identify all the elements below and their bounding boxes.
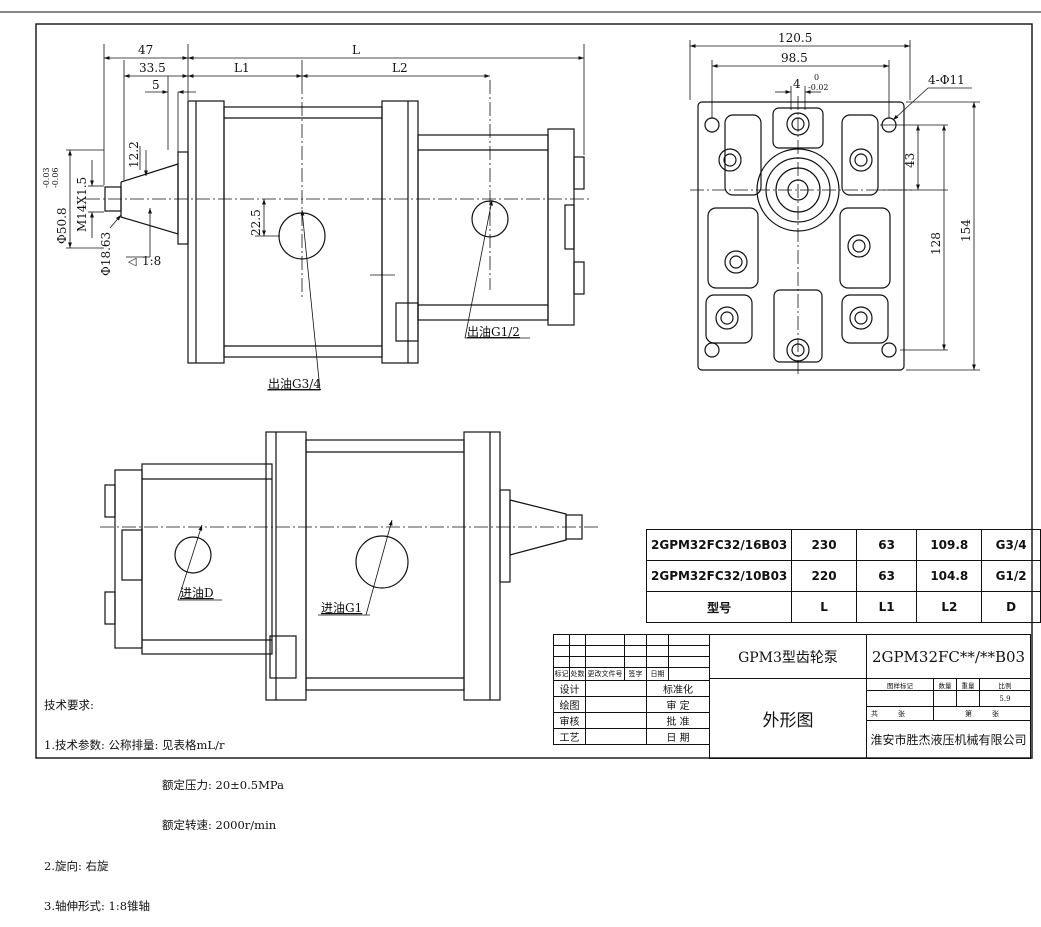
drawing-title: 外形图 (709, 678, 867, 759)
dim-128: 128 (929, 232, 943, 255)
notes-line: 2.旋向: 右旋 (44, 858, 109, 873)
rev-header: 日期 (646, 667, 669, 681)
side-view-dimensions (66, 44, 585, 391)
mark-header: 重量 (956, 678, 980, 691)
role-process: 工艺 (553, 728, 586, 745)
dim-shaft-diameter: Φ18.63 (99, 232, 113, 276)
spec-model: 2GPM32FC32/10B03 (645, 560, 793, 592)
dim-98-5: 98.5 (781, 51, 808, 65)
company-name: 淮安市胜杰液压机械有限公司 (866, 720, 1031, 759)
spec-model: 2GPM32FC32/16B03 (645, 529, 793, 561)
sheet-current-label: 第 (964, 709, 972, 718)
side-view (86, 80, 592, 364)
notes-line: 额定压力: 20±0.5MPa (162, 778, 284, 793)
dim-pilot-diameter: Φ50.8 (55, 207, 69, 244)
dim-L2: L2 (392, 61, 408, 75)
header-L2: L2 (916, 591, 983, 623)
rev-header: 标记 (553, 667, 570, 681)
dim-port-offset: 22.5 (249, 209, 263, 236)
dim-L: L (352, 43, 360, 57)
product-name: GPM3型齿轮泵 (709, 634, 867, 679)
notes-line: 3.轴伸形式: 1:8锥轴 (44, 898, 151, 913)
role-review: 审核 (553, 712, 586, 729)
notes-title: 技术要求: (44, 697, 94, 712)
spec-L2: 104.8 (916, 560, 983, 592)
sheet-unit: 张 (992, 709, 1000, 718)
dim-pilot-tol-upper: -0.03 (42, 167, 51, 188)
dim-thread: M14X1.5 (75, 177, 89, 232)
spec-D: G3/4 (981, 529, 1041, 561)
bottom-view-dimensions (177, 519, 393, 616)
dim-pilot-tol-lower: -0.06 (51, 167, 60, 188)
technical-notes: 技术要求: 1.技术参数: 公称排量: 见表格mL/r 额定压力: 20±0.5… (44, 672, 284, 927)
role-design: 设计 (553, 680, 586, 697)
header-model: 型号 (645, 591, 793, 623)
dim-key-size: 4 (793, 77, 801, 91)
label-inlet-large: 进油G1 (321, 601, 362, 615)
spec-L1: 63 (855, 529, 918, 561)
dim-33-5: 33.5 (139, 61, 166, 75)
role-date: 日 期 (646, 728, 710, 745)
label-outlet-large: 出油G3/4 (268, 377, 321, 391)
mark-header: 数量 (933, 678, 957, 691)
dim-key-tol-lower: -0.02 (808, 83, 829, 92)
spec-D: G1/2 (981, 560, 1041, 592)
dim-L1: L1 (234, 61, 250, 75)
role-standard: 标准化 (646, 680, 710, 697)
spec-L2: 109.8 (916, 529, 983, 561)
notes-line: 1.技术参数: 公称排量: 见表格mL/r (44, 738, 225, 753)
rev-header: 处数 (569, 667, 586, 681)
dim-holes: 4-Φ11 (928, 73, 965, 87)
table-header-row: 型号 L L1 L2 D (645, 591, 1041, 623)
table-row: 2GPM32FC32/10B03 220 63 104.8 G1/2 (645, 560, 1041, 592)
sheet-unit: 张 (898, 709, 906, 718)
role-approve: 审 定 (646, 696, 710, 713)
technical-drawing: 47 L 33.5 L1 L2 5 12.2 M14X1.5 Φ50.8 -0.… (0, 11, 1041, 759)
bottom-view (100, 431, 598, 701)
notes-line: 额定转速: 2000r/min (162, 818, 277, 833)
header-D: D (981, 591, 1041, 623)
mark-header: 图样标记 (866, 678, 934, 691)
drawing-frame (35, 23, 1033, 759)
dim-key-tol-upper: 0 (814, 73, 819, 82)
dim-154: 154 (959, 219, 973, 242)
mark-header: 比例 (979, 678, 1031, 691)
header-L1: L1 (855, 591, 918, 623)
dim-taper: 1:8 (142, 254, 161, 268)
title-block: GPM3型齿轮泵 2GPM32FC**/**B03 外形图 图样标记 数量 重量… (709, 634, 1031, 759)
dim-47: 47 (138, 43, 153, 57)
rev-header: 更改文件号 (585, 667, 625, 681)
spec-L: 220 (791, 560, 857, 592)
front-view-dimensions (689, 40, 980, 371)
spec-L1: 63 (855, 560, 918, 592)
role-drawn: 绘图 (553, 696, 586, 713)
drawing-number: 2GPM32FC**/**B03 (866, 634, 1031, 679)
spec-L: 230 (791, 529, 857, 561)
dim-120-5: 120.5 (778, 31, 812, 45)
dim-43: 43 (903, 153, 917, 168)
scale-value: 5.9 (979, 690, 1031, 707)
label-outlet-small: 出油G1/2 (467, 325, 520, 339)
taper-symbol: ◁ (128, 255, 137, 268)
dim-key-width: 12.2 (127, 141, 141, 168)
label-inlet-small: 进油D (180, 586, 214, 600)
sheet-total-label: 共 (871, 709, 878, 718)
revision-grid: 标记 处数 更改文件号 签字 日期 设计 标准化 绘图 审 定 审核 批 准 工… (553, 634, 710, 745)
front-view (690, 96, 912, 376)
header-L: L (791, 591, 857, 623)
dim-5: 5 (152, 78, 160, 92)
role-ratify: 批 准 (646, 712, 710, 729)
rev-header: 签字 (624, 667, 647, 681)
spec-table: 2GPM32FC32/16B03 230 63 109.8 G3/4 2GPM3… (645, 529, 1041, 623)
table-row: 2GPM32FC32/16B03 230 63 109.8 G3/4 (645, 529, 1041, 561)
